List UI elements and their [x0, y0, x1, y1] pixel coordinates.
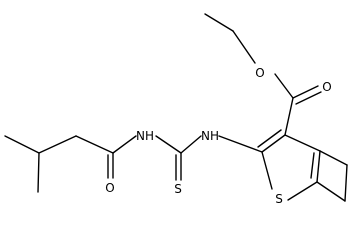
- bond-ring-s-c7a: [287, 181, 318, 201]
- bond-ring-c2-s: [261, 151, 273, 190]
- bond-ch-me2: [4, 135, 40, 154]
- bond-co-ch2: [75, 135, 114, 154]
- bond-c2-nh: [218, 135, 263, 153]
- molecule-diagram: O O NH NH S O S: [4, 13, 348, 206]
- bond-ch2-ch: [38, 135, 77, 154]
- atom-ester-o-single: O: [255, 66, 264, 80]
- atom-labels: O O NH NH S O S: [105, 66, 331, 206]
- bond-cs-nh: [155, 135, 182, 154]
- bond-ring-c3-c2-a: [261, 134, 286, 153]
- bond-ch-me1: [37, 152, 40, 193]
- bond-cp-1: [319, 150, 348, 166]
- bond-carbonyl-1: [292, 85, 319, 99]
- bond-nh-cs: [180, 135, 202, 154]
- atom-ester-o-double: O: [322, 80, 331, 94]
- atom-thiourea-nh: NH: [201, 129, 219, 143]
- bond-ethyl-ch3: [204, 13, 234, 32]
- atom-amide-o: O: [105, 181, 114, 195]
- atom-ring-s: S: [275, 192, 283, 206]
- bonds: [4, 13, 348, 202]
- bond-ring-c7a-c3a-b: [310, 152, 315, 179]
- bond-cp-3: [316, 181, 346, 202]
- bond-carbonyl-2: [295, 91, 322, 105]
- bond-ring-c3a-c3: [284, 134, 321, 152]
- bond-ring-c7a-c3a-a: [316, 150, 321, 183]
- bond-ester-o-c: [274, 73, 294, 99]
- bond-cp-2: [344, 164, 348, 202]
- atom-thione-s: S: [174, 182, 182, 196]
- bond-nh-co: [112, 135, 137, 154]
- atom-amide-nh: NH: [136, 129, 154, 143]
- bond-ring-c3-c2-b: [257, 129, 282, 148]
- bond-ester-to-ring: [284, 97, 294, 136]
- bond-ethyl-ch2-o: [232, 30, 256, 64]
